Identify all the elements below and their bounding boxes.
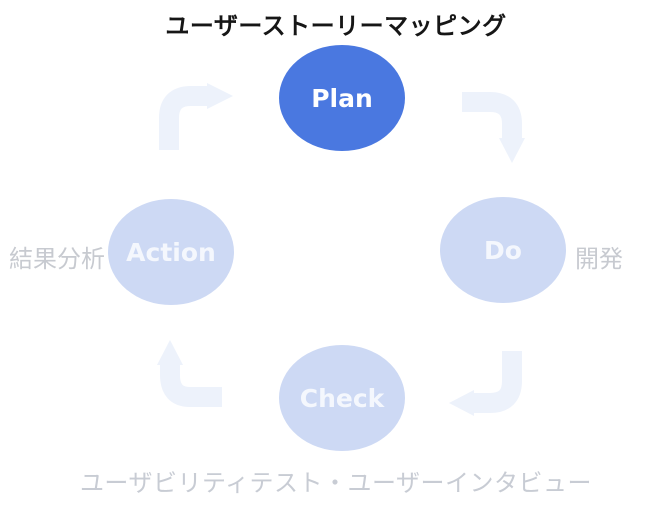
plan-circle: Plan [279, 45, 405, 151]
action-label: Action [126, 237, 216, 267]
check-label: Check [299, 383, 385, 413]
action-annotation: 結果分析 [9, 245, 105, 273]
do-annotation: 開発 [575, 245, 623, 273]
curved-arrow-plan-to-do-icon [462, 90, 526, 164]
do-circle: Do [440, 197, 566, 303]
action-circle: Action [108, 199, 234, 305]
diagram-title: ユーザーストーリーマッピング [165, 12, 507, 40]
check-annotation: ユーザビリティテスト・ユーザーインタビュー [79, 469, 593, 497]
plan-label: Plan [311, 83, 373, 113]
curved-arrow-do-to-check-icon [448, 351, 524, 419]
check-circle: Check [279, 345, 405, 451]
do-label: Do [484, 235, 522, 265]
curved-arrow-check-to-action-icon [152, 339, 222, 411]
curved-arrow-action-to-plan-icon [157, 82, 235, 150]
